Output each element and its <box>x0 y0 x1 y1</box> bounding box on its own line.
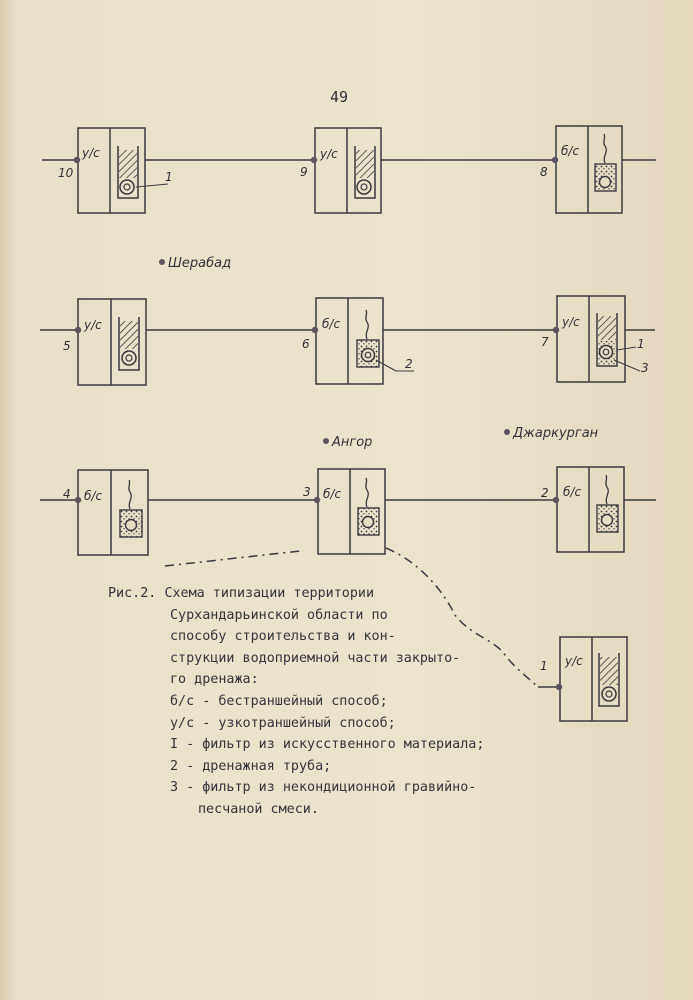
diagram-labels: 10 у/с 1 9 у/с 8 б/с 5 у/с 6 б/с 2 7 у/с… <box>58 144 649 673</box>
site-code-8: б/с <box>561 144 579 158</box>
caption-line-3: способу строительства и кон- <box>170 629 396 645</box>
site-code-10: у/с <box>81 146 100 160</box>
site-2 <box>552 466 625 553</box>
site-code-7: у/с <box>561 315 580 329</box>
site-6 <box>311 297 414 385</box>
caption-line-5: го дренажа: <box>170 672 259 688</box>
site-number-1: 1 <box>540 659 548 673</box>
filter-label-3: 3 <box>641 361 649 375</box>
caption-line-4: струкции водоприемной части закрыто- <box>170 650 461 666</box>
site-code-5: у/с <box>83 318 102 332</box>
site-number-2: 2 <box>541 486 549 500</box>
site-1 <box>555 636 628 722</box>
caption-line-2: Сурхандарьинской области по <box>170 607 388 623</box>
place-dzharkurgan: Джаркурган <box>512 426 599 441</box>
site-code-4: б/с <box>84 489 102 503</box>
legend-item-3: 3 - фильтр из некондиционной гравийно- <box>170 780 477 796</box>
filter-label-1: 1 <box>165 170 173 184</box>
caption-prefix: Рис.2. <box>108 586 157 601</box>
legend-item-2: 2 - дренажная труба; <box>170 758 332 774</box>
legend-item-bs: б/с - бестраншейный способ; <box>170 693 388 709</box>
site-code-1: у/с <box>564 654 583 668</box>
caption-line-1: Рис.2. Схема типизации территории <box>108 583 548 605</box>
site-5 <box>74 298 147 386</box>
page-number: 49 <box>330 88 349 106</box>
place-sherabad: Шерабад <box>168 256 231 271</box>
site-8 <box>551 125 623 214</box>
site-number-8: 8 <box>540 165 548 179</box>
site-code-3: б/с <box>323 487 341 501</box>
site-code-2: б/с <box>563 485 581 499</box>
caption-text-1: Схема типизации территории <box>164 586 375 601</box>
site-number-6: 6 <box>302 337 310 351</box>
site-4 <box>74 469 149 556</box>
place-markers <box>159 259 510 444</box>
site-10 <box>73 127 169 214</box>
site-code-6: б/с <box>322 317 340 331</box>
site-9 <box>310 127 382 214</box>
site-number-5: 5 <box>63 339 71 353</box>
site-number-10: 10 <box>58 166 74 180</box>
legend-item-3-cont: песчаной смеси. <box>198 801 319 817</box>
legend-item-us: у/с - узкотраншейный способ; <box>170 715 396 731</box>
site-7 <box>552 295 641 383</box>
boundary-line <box>164 547 539 688</box>
site-3 <box>313 468 386 555</box>
legend-item-1: I - фильтр из искусственного материала; <box>170 737 485 753</box>
site-number-4: 4 <box>63 487 71 501</box>
site-code-9: у/с <box>319 147 338 161</box>
figure-caption: Рис.2. Схема типизации территории Сурхан… <box>108 583 548 821</box>
site-number-9: 9 <box>300 165 308 179</box>
site-number-3: 3 <box>303 485 311 499</box>
place-angor: Ангор <box>331 435 372 450</box>
filter-label-2: 2 <box>405 357 413 371</box>
filter-label-1b: 1 <box>637 337 645 351</box>
site-number-7: 7 <box>541 335 549 349</box>
